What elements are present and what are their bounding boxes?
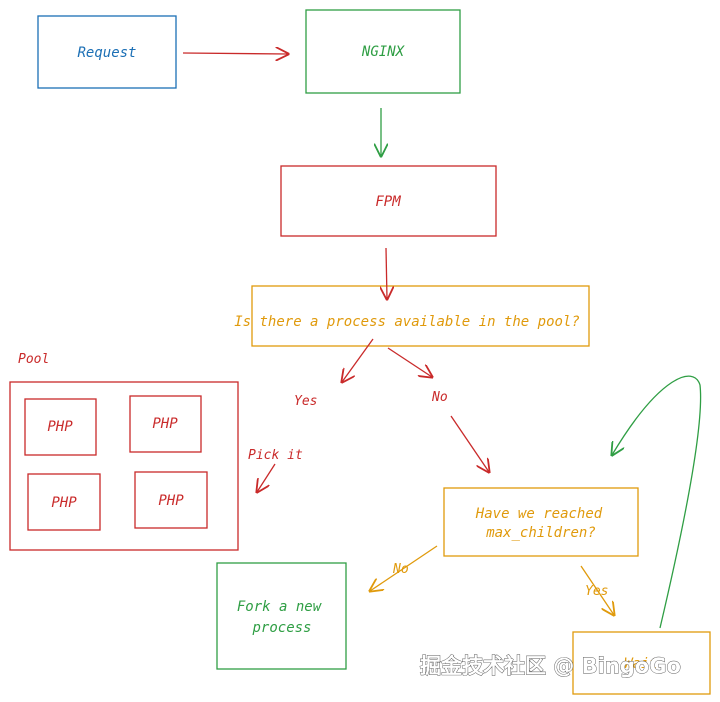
edge-label-no-fork: No	[392, 562, 409, 577]
php-label-1: PHP	[47, 419, 73, 435]
edge-label-yes-wait: Yes	[585, 584, 608, 599]
fork-line-2: process	[251, 620, 311, 636]
php-process-3: PHP	[27, 473, 101, 531]
arrow-question-to-yes	[342, 338, 374, 382]
fpm-node: FPM	[280, 165, 497, 237]
arrow-max-to-wait	[580, 565, 614, 615]
question-max-line-2: max_children?	[485, 525, 596, 541]
arrow-wait-loop-back	[612, 375, 702, 629]
nginx-node: NGINX	[305, 9, 461, 94]
watermark-text: 掘金技术社区 @ BingoGo	[420, 654, 681, 678]
arrow-request-to-nginx	[182, 53, 288, 54]
arrow-pick-into-pool	[257, 463, 276, 492]
php-label-3: PHP	[51, 495, 77, 511]
php-process-4: PHP	[134, 471, 208, 529]
arrow-fpm-to-question	[386, 247, 387, 299]
nginx-label: NGINX	[361, 44, 406, 60]
edge-label-no: No	[431, 390, 448, 405]
wait-label: Wait	[624, 656, 658, 672]
fpm-label: FPM	[375, 194, 401, 210]
edge-label-pick-it: Pick it	[248, 448, 303, 463]
wait-node: Wait	[572, 631, 711, 695]
request-node: Request	[37, 15, 177, 89]
pool-box	[9, 381, 239, 551]
fork-line-1: Fork a new	[237, 599, 322, 615]
pool-group: Pool PHP PHP PHP PHP	[9, 352, 239, 551]
question-available-label: Is there a process available in the pool…	[234, 314, 580, 330]
php-label-2: PHP	[152, 416, 178, 432]
pool-title: Pool	[18, 352, 49, 367]
php-process-2: PHP	[129, 395, 202, 453]
php-label-4: PHP	[158, 493, 184, 509]
php-process-1: PHP	[24, 398, 97, 456]
arrow-no-to-max-children	[450, 415, 489, 472]
arrow-question-to-no	[387, 347, 432, 377]
question-max-children-node: Have we reached max_children?	[443, 487, 639, 557]
request-label: Request	[77, 45, 136, 61]
fork-process-node: Fork a new process	[216, 562, 347, 670]
question-max-line-1: Have we reached	[475, 506, 603, 522]
arrow-max-to-fork	[370, 545, 438, 591]
question-available-node: Is there a process available in the pool…	[234, 285, 590, 347]
edge-label-yes: Yes	[294, 394, 317, 409]
